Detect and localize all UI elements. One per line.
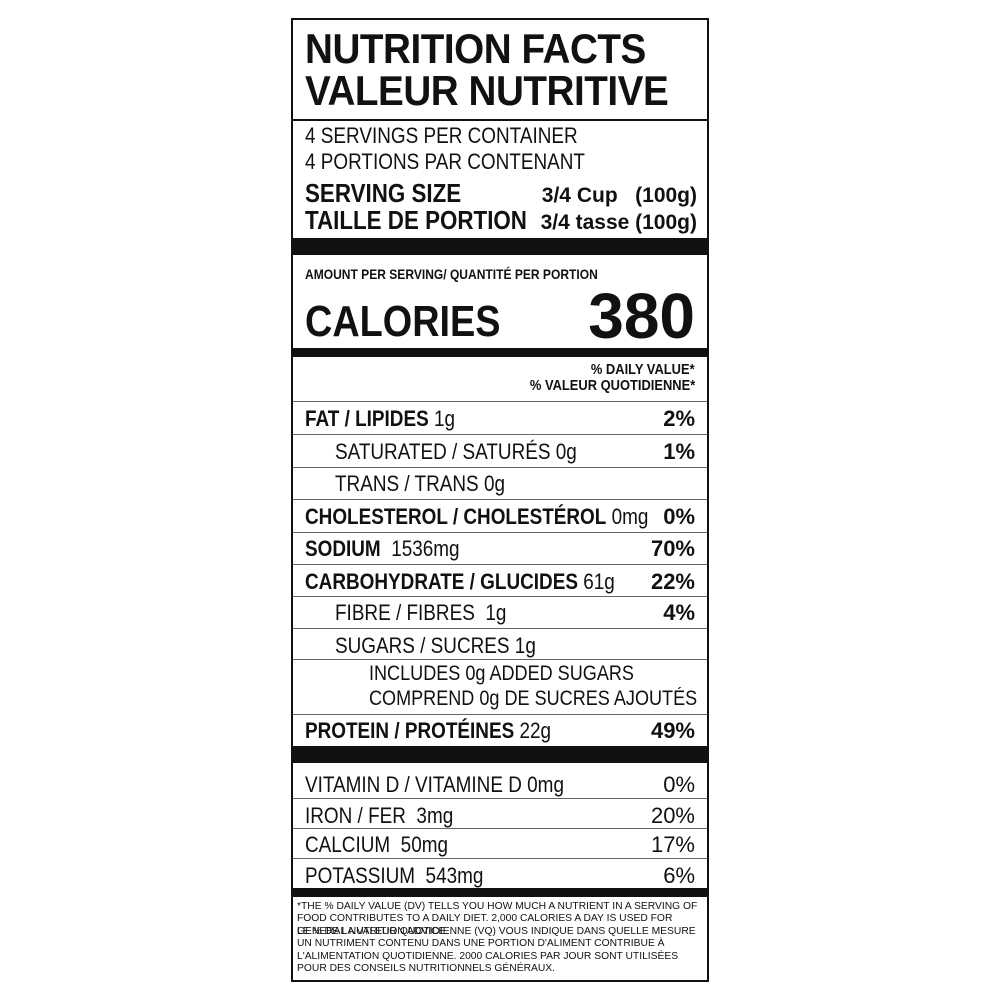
divider <box>293 858 707 859</box>
nutrient-amount: 61g <box>583 569 615 594</box>
divider <box>293 119 707 121</box>
vitamin-row-d: VITAMIN D / VITAMINE D 0mg 0% <box>293 769 707 800</box>
divider <box>293 798 707 799</box>
nutrient-name: PROTEIN / PROTÉINES <box>305 718 515 743</box>
nutrient-row-sugars: SUGARS / SUCRES 1g <box>293 630 707 661</box>
amount-per-serving: AMOUNT PER SERVING/ QUANTITÉ PER PORTION <box>305 266 598 282</box>
nutrient-row-saturated: SATURATED / SATURÉS 0g 1% <box>293 436 707 467</box>
vitamin-amount: 3mg <box>416 803 454 828</box>
thick-divider <box>293 746 707 763</box>
title-en: NUTRITION FACTS <box>305 25 646 72</box>
nutrient-amount: 1g <box>433 406 456 431</box>
nutrient-name: SUGARS / SUCRES <box>335 633 510 658</box>
medium-divider <box>293 348 707 357</box>
daily-value-header-en: % DAILY VALUE* <box>591 361 695 378</box>
nutrient-row-trans: TRANS / TRANS 0g <box>293 468 707 499</box>
calories-value: 380 <box>588 280 695 352</box>
vitamin-dv: 6% <box>663 863 695 888</box>
nutrient-amount: 0mg <box>611 504 649 529</box>
serving-size-label-fr: TAILLE DE PORTION <box>305 205 527 235</box>
nutrient-row-cholesterol: CHOLESTEROL / CHOLESTÉROL 0mg 0% <box>293 501 707 532</box>
vitamin-name: VITAMIN D / VITAMINE D <box>305 772 522 797</box>
servings-per-container-en: 4 SERVINGS PER CONTAINER <box>305 123 578 148</box>
vitamin-amount: 0mg <box>527 772 564 797</box>
nutrient-name: FIBRE / FIBRES <box>335 600 475 625</box>
divider <box>293 467 707 468</box>
nutrient-row-fat: FAT / LIPIDES 1g 2% <box>293 403 707 434</box>
calories-label: CALORIES <box>305 297 501 346</box>
nutrient-name: FAT / LIPIDES <box>305 406 429 431</box>
vitamin-name: CALCIUM <box>305 832 391 857</box>
footnote-fr: LE % DE LA VALEUR QUOTIDIENNE (VQ) VOUS … <box>297 926 696 975</box>
nutrient-row-fibre: FIBRE / FIBRES 1g 4% <box>293 597 707 628</box>
vitamin-row-iron: IRON / FER 3mg 20% <box>293 800 707 831</box>
serving-size-label-en: SERVING SIZE <box>305 178 462 208</box>
divider <box>293 401 707 402</box>
vitamin-row-potassium: POTASSIUM 543mg 6% <box>293 860 707 891</box>
nutrient-amount: 1g <box>485 600 507 625</box>
vitamin-dv: 20% <box>650 803 695 828</box>
divider <box>293 564 707 565</box>
divider <box>293 714 707 715</box>
divider <box>293 659 707 660</box>
vitamin-dv: 0% <box>663 772 695 797</box>
vitamin-amount: 543mg <box>425 863 484 888</box>
nutrient-row-protein: PROTEIN / PROTÉINES 22g 49% <box>293 715 707 746</box>
vitamin-dv: 17% <box>650 832 695 857</box>
thick-divider <box>293 238 707 255</box>
divider <box>293 434 707 435</box>
divider <box>293 828 707 829</box>
nutrient-name: SATURATED / SATURÉS <box>335 439 551 464</box>
nutrient-row-carbohydrate: CARBOHYDRATE / GLUCIDES 61g 22% <box>293 566 707 597</box>
servings-per-container-fr: 4 PORTIONS PAR CONTENANT <box>305 149 585 174</box>
nutrient-dv: 22% <box>650 569 695 594</box>
nutrient-dv: 70% <box>650 536 695 561</box>
divider <box>293 628 707 629</box>
divider <box>293 596 707 597</box>
nutrient-name: TRANS / TRANS <box>335 471 479 496</box>
vitamin-name: POTASSIUM <box>305 863 416 888</box>
nutrient-amount: 0g <box>483 471 505 496</box>
nutrient-amount: 0g <box>555 439 577 464</box>
footnote-en: *THE % DAILY VALUE (DV) TELLS YOU HOW MU… <box>297 901 698 937</box>
nutrient-name: SODIUM <box>305 536 381 561</box>
vitamin-row-calcium: CALCIUM 50mg 17% <box>293 829 707 860</box>
serving-size-value-en: 3/4 Cup (100g) <box>541 184 697 207</box>
nutrition-facts-label: NUTRITION FACTS VALEUR NUTRITIVE 4 SERVI… <box>291 18 709 982</box>
divider <box>293 499 707 500</box>
nutrient-dv: 0% <box>663 504 695 529</box>
divider <box>293 532 707 533</box>
added-sugars-fr: COMPREND 0g DE SUCRES AJOUTÉS <box>369 687 698 710</box>
serving-size-value-fr: 3/4 tasse (100g) <box>540 211 697 234</box>
nutrient-amount: 22g <box>519 718 552 743</box>
vitamin-name: IRON / FER <box>305 803 406 828</box>
nutrient-row-sodium: SODIUM 1536mg 70% <box>293 533 707 564</box>
nutrient-amount: 1536mg <box>391 536 460 561</box>
nutrient-dv: 4% <box>663 600 695 625</box>
vitamin-amount: 50mg <box>400 832 449 857</box>
daily-value-header-fr: % VALEUR QUOTIDIENNE* <box>529 377 695 394</box>
nutrient-dv: 1% <box>663 439 695 464</box>
nutrient-name: CHOLESTEROL / CHOLESTÉROL <box>305 504 607 529</box>
medium-divider <box>293 888 707 897</box>
title-fr: VALEUR NUTRITIVE <box>305 67 669 114</box>
nutrient-dv: 2% <box>663 406 695 431</box>
nutrient-name: CARBOHYDRATE / GLUCIDES <box>305 569 578 594</box>
added-sugars-en: INCLUDES 0g ADDED SUGARS <box>369 662 634 685</box>
nutrient-dv: 49% <box>650 718 695 743</box>
nutrient-amount: 1g <box>514 633 536 658</box>
